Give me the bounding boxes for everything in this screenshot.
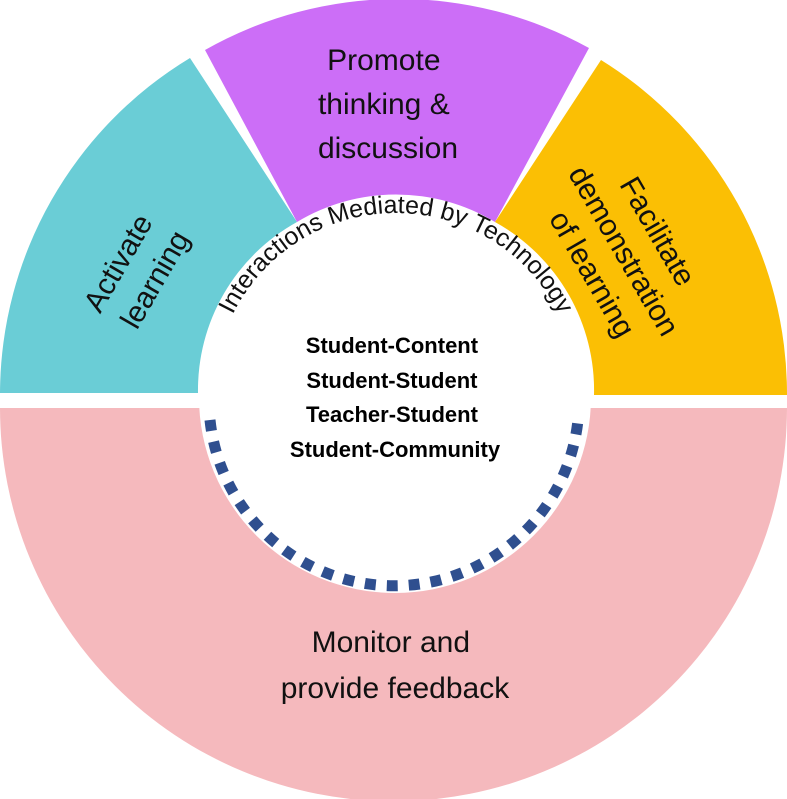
segment-label-monitor: Monitor and provide feedback (281, 626, 510, 705)
center-item: Teacher-Student (306, 402, 479, 427)
promote-line-2: thinking & (318, 88, 450, 121)
segment-promote (205, 0, 589, 222)
center-item: Student-Student (306, 368, 478, 393)
center-circle (199, 201, 591, 593)
monitor-line-1: Monitor and (312, 626, 470, 659)
center-item: Student-Community (290, 437, 501, 462)
segment-facilitate (495, 60, 787, 395)
center-item: Student-Content (306, 333, 479, 358)
center-list: Student-Content Student-Student Teacher-… (290, 333, 501, 462)
segment-monitor (0, 408, 787, 799)
dashed-arc (204, 419, 584, 592)
segment-activate (0, 58, 297, 393)
promote-line-1: Promote (327, 44, 440, 77)
monitor-line-2: provide feedback (281, 672, 510, 705)
segment-label-promote: Promote thinking & discussion (318, 44, 458, 165)
promote-line-3: discussion (318, 132, 458, 165)
